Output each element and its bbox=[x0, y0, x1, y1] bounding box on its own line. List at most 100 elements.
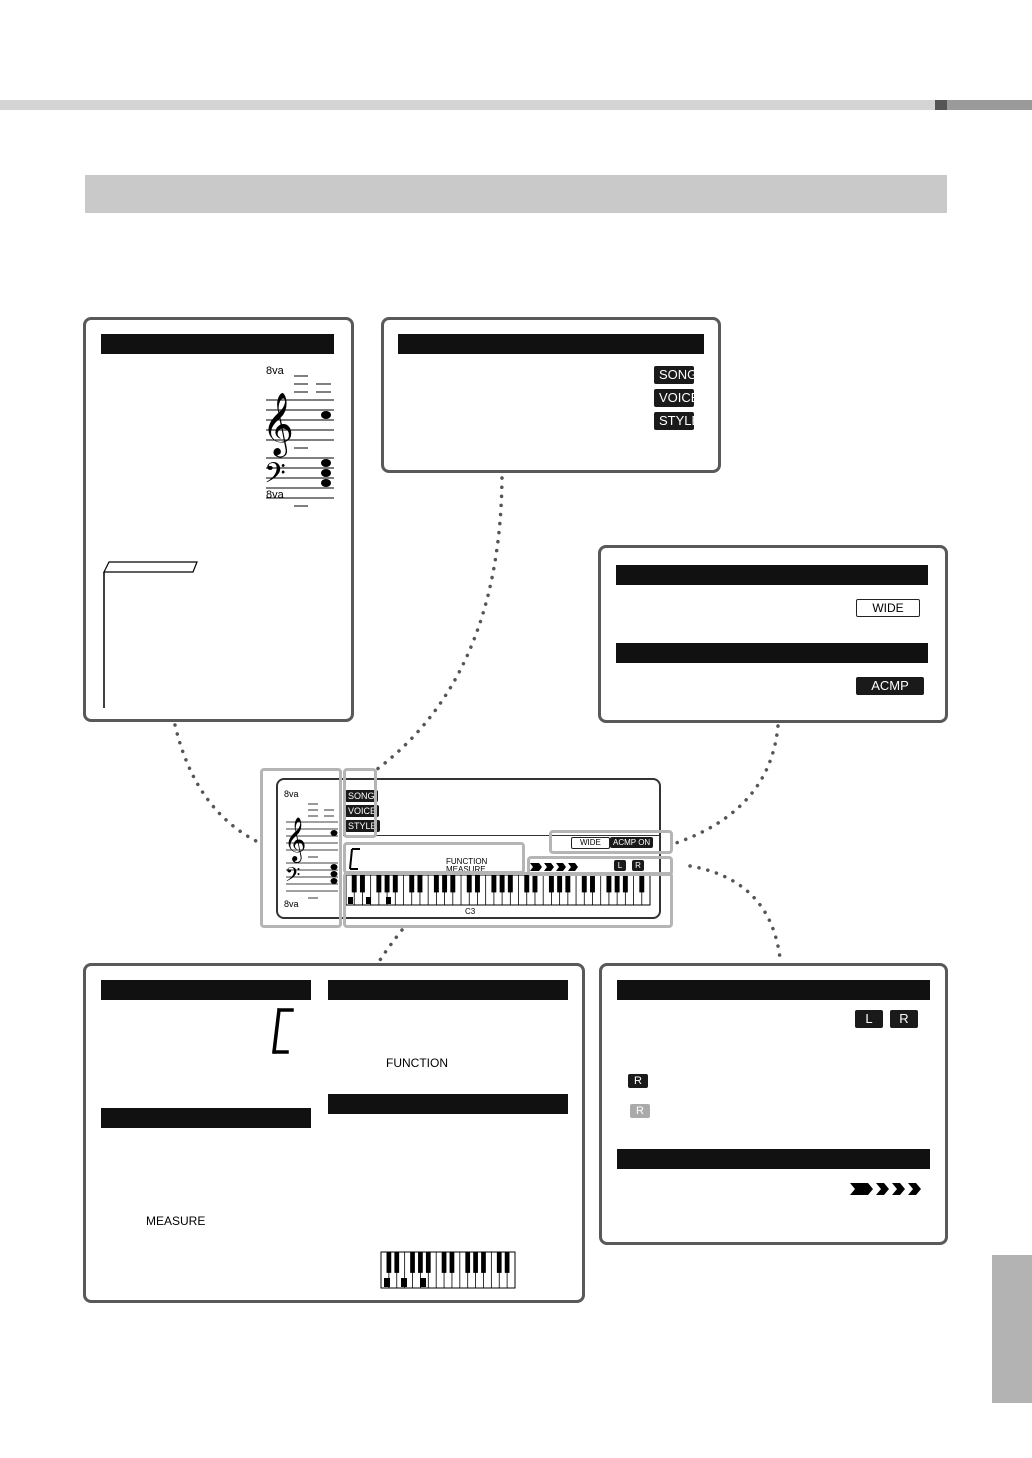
piano-keyboard-icon bbox=[380, 1251, 516, 1289]
lcd-style-badge: STYLE bbox=[345, 820, 380, 832]
black-key bbox=[376, 875, 382, 893]
black-key bbox=[386, 1252, 392, 1273]
lcd-digit-segment bbox=[349, 848, 360, 870]
side-index-tab bbox=[992, 1255, 1032, 1403]
notation-panel: 8va 𝄞 𝄢 8va bbox=[83, 317, 354, 722]
top-rule-end bbox=[947, 100, 1032, 110]
black-key bbox=[450, 875, 456, 893]
lcd-voice-badge: VOICE bbox=[345, 805, 380, 817]
black-key bbox=[433, 875, 439, 893]
notation-panel-header bbox=[101, 334, 334, 354]
black-key bbox=[557, 875, 563, 893]
lcd-divider bbox=[343, 835, 659, 836]
lcd-wide-badge: WIDE bbox=[571, 837, 610, 849]
bass-clef-icon: 𝄢 bbox=[264, 457, 286, 497]
function-panel-header bbox=[328, 980, 568, 1000]
piano-keyboard-icon bbox=[345, 874, 651, 906]
black-key bbox=[425, 1252, 431, 1273]
highlight-keyboard bbox=[343, 872, 673, 928]
black-key bbox=[565, 875, 571, 893]
highlight-wide-acmp bbox=[549, 830, 673, 854]
lcd-function-label: FUNCTION bbox=[446, 857, 488, 866]
black-key bbox=[441, 1252, 447, 1273]
black-key bbox=[418, 1252, 423, 1273]
black-key bbox=[639, 875, 645, 893]
highlight-notation bbox=[260, 768, 342, 928]
keyboard-panel-header bbox=[328, 1094, 568, 1114]
arrow-panel-header bbox=[617, 1149, 930, 1169]
lcd-right-badge: R bbox=[632, 860, 644, 871]
measure-panel-header bbox=[101, 1108, 311, 1128]
black-key bbox=[351, 875, 357, 893]
highlight-mode bbox=[343, 768, 377, 838]
black-key bbox=[474, 875, 480, 893]
top-rule-marker bbox=[935, 100, 947, 110]
acmp-on-badge: ACMP ON bbox=[856, 677, 924, 711]
black-key bbox=[491, 875, 497, 893]
black-key bbox=[394, 1252, 400, 1273]
black-key bbox=[410, 1252, 415, 1273]
measure-label: MEASURE bbox=[146, 1214, 206, 1228]
voice-badge: VOICE bbox=[654, 389, 699, 407]
black-key bbox=[392, 875, 398, 893]
wide-badge: WIDE bbox=[856, 599, 920, 617]
lcd-ottava-bottom: 8va bbox=[284, 899, 299, 909]
number-function-panel: MEASURE FUNCTION bbox=[83, 963, 585, 1303]
black-key bbox=[622, 875, 628, 893]
right-dark-badge: R bbox=[628, 1074, 648, 1088]
mode-panel-header bbox=[398, 334, 704, 354]
note-tab-icon bbox=[103, 561, 198, 708]
lcd-measure-label: MEASURE bbox=[446, 865, 486, 874]
number-panel-header bbox=[101, 980, 311, 1000]
highlight-number bbox=[343, 842, 525, 874]
treble-clef-icon: 𝄞 bbox=[284, 817, 306, 863]
black-key bbox=[465, 1252, 471, 1273]
black-key bbox=[504, 1252, 510, 1273]
hand-panel: L R R R bbox=[599, 963, 948, 1245]
ottava-bottom-label: 8va bbox=[266, 489, 284, 501]
left-badge: L bbox=[855, 1010, 883, 1028]
wide-panel-header bbox=[616, 565, 928, 585]
black-key bbox=[466, 875, 472, 893]
black-key bbox=[606, 875, 612, 893]
song-badge: SONG bbox=[654, 366, 697, 384]
black-key bbox=[524, 875, 530, 893]
black-key bbox=[496, 1252, 502, 1273]
black-key bbox=[532, 875, 538, 893]
lcd-song-badge: SONG bbox=[345, 790, 378, 802]
black-key bbox=[499, 875, 505, 893]
black-key bbox=[548, 875, 554, 893]
black-key bbox=[481, 1252, 486, 1273]
arrow-chevrons-icon bbox=[850, 1183, 921, 1195]
top-rule bbox=[0, 100, 1032, 110]
wide-acmp-panel: WIDE ACMP ON bbox=[598, 545, 948, 723]
right-badge: R bbox=[890, 1010, 918, 1028]
right-gray-badge: R bbox=[630, 1104, 650, 1118]
black-key bbox=[581, 875, 587, 893]
mode-panel: SONG VOICE STYLE bbox=[381, 317, 721, 473]
bass-clef-icon: 𝄢 bbox=[285, 863, 300, 891]
lcd-ottava-top: 8va bbox=[284, 789, 299, 799]
black-key bbox=[442, 875, 448, 893]
hand-panel-header bbox=[617, 980, 930, 1000]
arrow-chevrons-icon bbox=[530, 863, 578, 871]
black-key bbox=[590, 875, 595, 893]
section-heading-bar bbox=[85, 175, 947, 213]
lcd-left-badge: L bbox=[614, 860, 626, 871]
black-key bbox=[473, 1252, 478, 1273]
ottava-top-label: 8va bbox=[266, 365, 284, 377]
function-label: FUNCTION bbox=[386, 1056, 448, 1070]
lcd-acmp-on-badge: ACMP ON bbox=[610, 837, 654, 848]
black-key bbox=[359, 875, 365, 893]
style-badge: STYLE bbox=[654, 412, 700, 430]
black-key bbox=[449, 1252, 455, 1273]
black-key bbox=[409, 875, 415, 893]
black-key bbox=[614, 875, 620, 893]
lcd-staff-illustration: 𝄞 𝄢 bbox=[284, 803, 338, 899]
black-key bbox=[417, 875, 423, 893]
notation-staff-illustration: 𝄞 𝄢 bbox=[262, 375, 334, 507]
treble-clef-icon: 𝄞 bbox=[262, 392, 294, 458]
black-key bbox=[507, 875, 513, 893]
black-key bbox=[384, 875, 390, 893]
